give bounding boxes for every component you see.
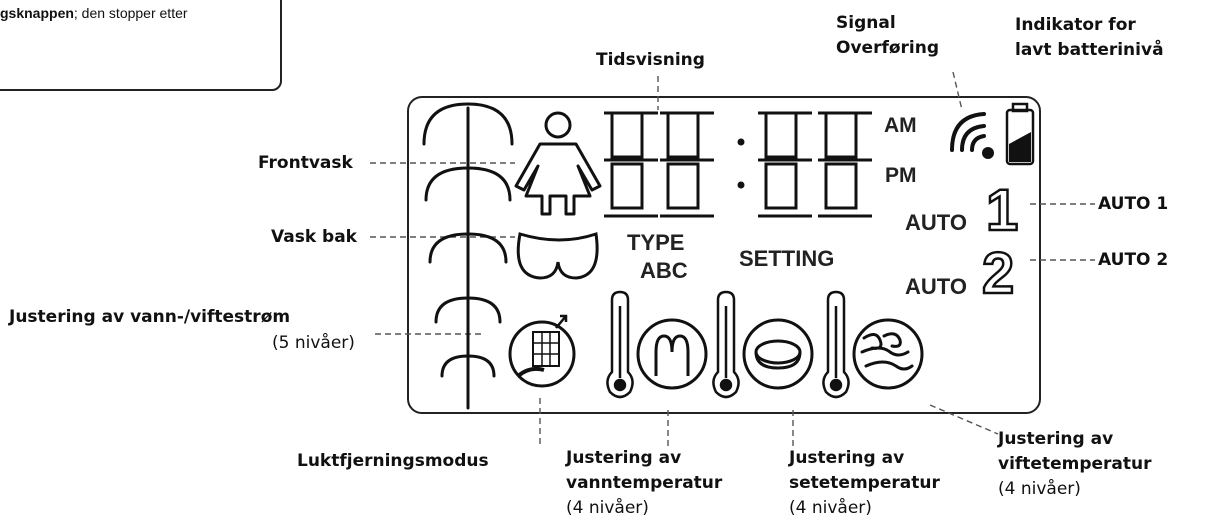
water-thermometer-icon [606,290,634,399]
label-battery-1: Indikator for [1015,15,1136,35]
auto2-word: AUTO [905,274,967,299]
warm-air-icon [852,318,924,390]
setting-text: SETTING [739,246,835,271]
note-text: gsknappen; den stopper etter [0,5,188,21]
note-box [0,0,282,91]
note-bold: gsknappen [0,5,74,21]
label-vask-bak: Vask bak [271,227,357,247]
label-signal-2: Overføring [836,38,940,58]
water-jet-icon [636,318,708,390]
label-water-temp-2: vanntemperatur [566,473,723,493]
leader-lines [370,71,1095,448]
label-battery-2: lavt batterinivå [1015,40,1164,60]
seat-icon [742,318,814,390]
deodorizer-icon [508,314,576,388]
label-auto1: AUTO 1 [1098,194,1169,214]
auto1-digit: 1 [985,177,1020,245]
label-tidsvisning: Tidsvisning [596,50,705,70]
label-fan-temp-1: Justering av [998,429,1114,449]
label-water-temp-3: (4 nivåer) [566,498,649,518]
label-fan-temp-2: viftetemperatur [998,454,1152,474]
label-flow-1: Justering av vann-/viftestrøm [9,307,291,327]
label-signal-1: Signal [836,13,896,33]
auto1-word: AUTO [905,210,967,235]
label-fan-temp-3: (4 nivåer) [998,479,1081,499]
am-indicator: AM [884,114,917,137]
pm-indicator: PM [885,164,917,187]
fan-thermometer-icon [822,290,850,399]
label-flow-2: (5 nivåer) [272,333,355,353]
battery-icon [1005,102,1035,166]
label-frontvask: Frontvask [258,153,353,173]
woman-figure-icon [514,111,602,216]
buttocks-icon [516,232,599,280]
label-seat-temp-3: (4 nivåer) [789,498,872,518]
seat-thermometer-icon [712,290,740,399]
note-rest: ; den stopper etter [73,5,188,21]
time-digits [604,111,872,218]
label-auto2: AUTO 2 [1098,250,1169,270]
label-water-temp-1: Justering av [566,448,682,468]
fountain-flow-icon [422,102,514,410]
label-luktfjerning: Luktfjerningsmodus [297,451,489,471]
time-colon [737,138,745,189]
signal-icon [950,112,994,159]
label-seat-temp-2: setetemperatur [789,473,940,493]
lcd-panel [407,96,1041,414]
abc-text: ABC [640,258,688,283]
label-seat-temp-1: Justering av [789,448,905,468]
type-text: TYPE [627,230,685,255]
auto2-digit: 2 [981,240,1016,308]
